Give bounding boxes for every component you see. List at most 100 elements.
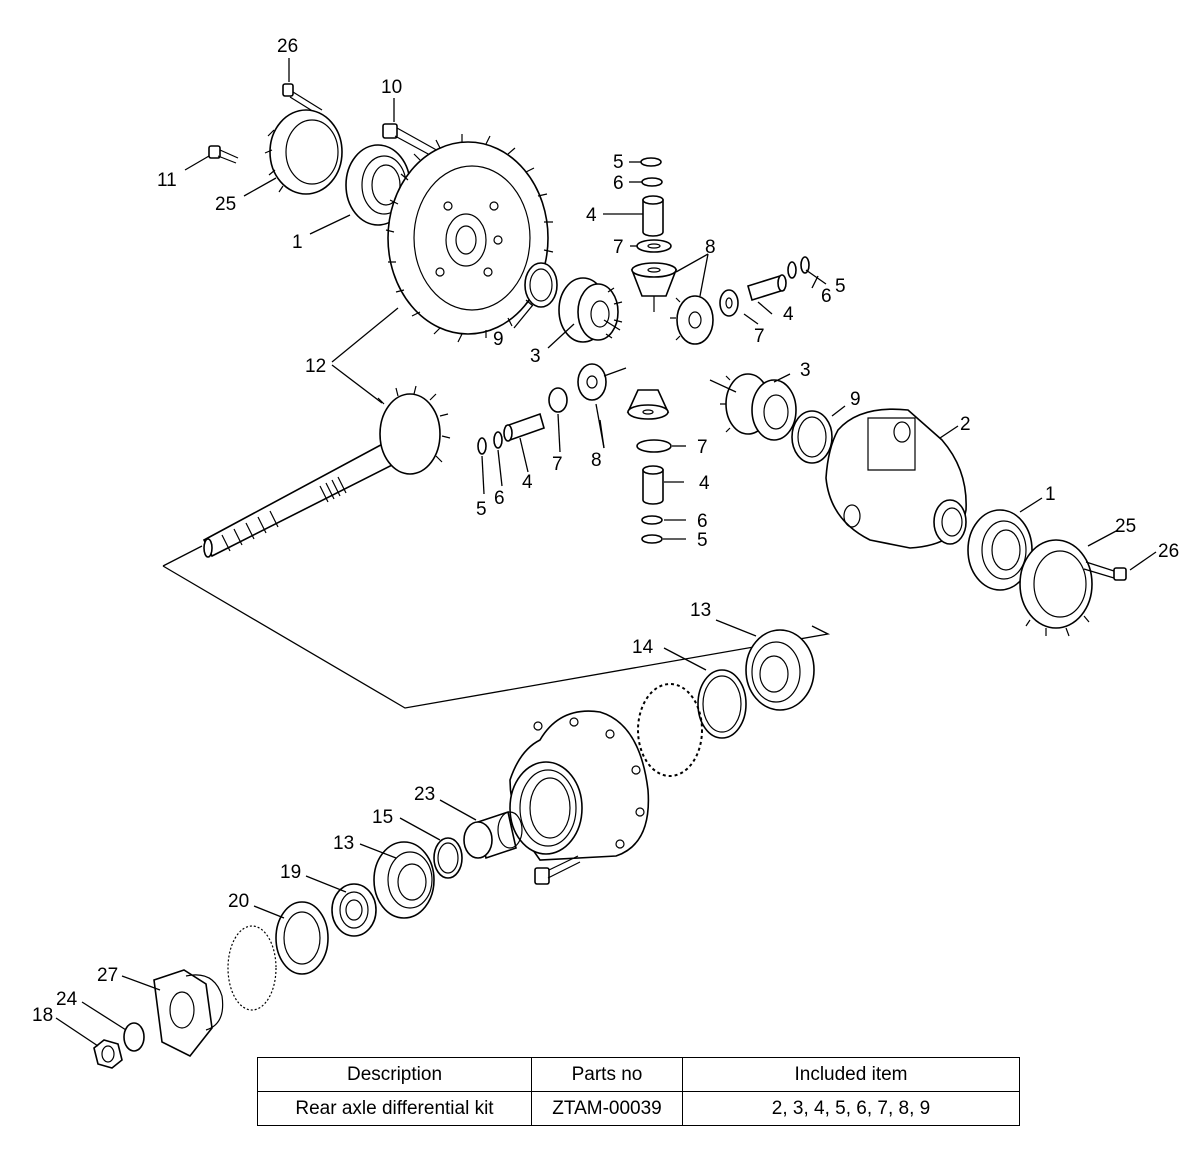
callout-9-right: 9 xyxy=(850,389,861,410)
o-ring-6-bottom xyxy=(641,515,663,525)
callout-6-top: 6 xyxy=(613,173,624,194)
washer-7-top xyxy=(636,239,672,253)
pinion-8-top xyxy=(630,262,678,312)
thrust-washer-9-upper xyxy=(524,262,558,308)
callout-23: 23 xyxy=(414,784,435,805)
lock-nut-18 xyxy=(93,1039,123,1069)
o-ring-6-left xyxy=(493,431,503,449)
callout-27: 27 xyxy=(97,965,118,986)
callout-3-upper: 3 xyxy=(530,346,541,367)
callout-26-right: 26 xyxy=(1158,541,1179,562)
header-included-item: Included item xyxy=(682,1057,1020,1092)
callout-4-center: 4 xyxy=(699,473,710,494)
bearing-13-lower xyxy=(373,841,435,919)
header-parts-no: Parts no xyxy=(531,1057,683,1092)
callout-3-right: 3 xyxy=(800,360,811,381)
adjuster-nut-25-top xyxy=(264,109,343,195)
callout-5-top: 5 xyxy=(613,152,624,173)
callout-7-left: 7 xyxy=(552,454,563,475)
callout-12: 12 xyxy=(305,356,326,377)
callout-8-top: 8 xyxy=(705,237,716,258)
pinion-8-right xyxy=(670,295,714,345)
callout-13-lower: 13 xyxy=(333,833,354,854)
callout-4-left: 4 xyxy=(522,472,533,493)
oil-seal-19 xyxy=(331,883,377,937)
parts-kit-table: Description Parts no Included item Rear … xyxy=(257,1057,1020,1126)
callout-7-center: 7 xyxy=(697,437,708,458)
bolt-11 xyxy=(208,145,239,164)
callout-4-right: 4 xyxy=(783,304,794,325)
washer-7-left xyxy=(548,387,568,413)
adjuster-nut-25-right xyxy=(1019,539,1093,637)
callout-7-right: 7 xyxy=(754,326,765,347)
o-ring-6-right xyxy=(787,261,797,279)
snap-ring-5-top xyxy=(640,157,662,167)
bearing-1-right xyxy=(967,509,1033,591)
pin-4-center xyxy=(642,465,664,505)
callout-14: 14 xyxy=(632,637,654,658)
cell-description: Rear axle differential kit xyxy=(257,1091,532,1126)
callout-10: 10 xyxy=(381,77,402,98)
ring-gear-12 xyxy=(385,134,554,343)
housing-bolt xyxy=(534,855,581,885)
snap-ring-5-bottom xyxy=(641,534,663,544)
callout-8-center: 8 xyxy=(591,450,602,471)
callout-1-top: 1 xyxy=(292,232,303,253)
snap-ring-5-left xyxy=(477,437,487,455)
dust-cover-dashed xyxy=(227,925,277,1011)
assembly-bracket xyxy=(162,545,831,709)
thrust-washer-9-right xyxy=(791,410,833,464)
callout-5-left: 5 xyxy=(476,499,487,520)
callout-11: 11 xyxy=(157,170,177,191)
pinion-8-left xyxy=(577,363,607,401)
washer-7-right xyxy=(719,289,739,317)
callout-5-right: 5 xyxy=(835,276,846,297)
side-gear-3-upper xyxy=(558,277,623,343)
callout-4-top: 4 xyxy=(586,205,597,226)
callout-19: 19 xyxy=(280,862,301,883)
companion-flange-27 xyxy=(153,969,224,1058)
snap-ring-5-right xyxy=(800,256,810,274)
callout-1-right: 1 xyxy=(1045,484,1056,505)
callout-24: 24 xyxy=(56,989,78,1010)
side-gear-3-right xyxy=(720,373,797,441)
callout-25-top: 25 xyxy=(215,194,236,215)
bearing-13-upper xyxy=(745,629,815,711)
callout-2: 2 xyxy=(960,414,971,435)
callout-6-right: 6 xyxy=(821,286,832,307)
callout-6-bottom: 6 xyxy=(697,511,708,532)
drive-pinion-12 xyxy=(202,385,451,558)
leader-lines xyxy=(55,58,1157,1047)
header-description: Description xyxy=(257,1057,532,1092)
callout-7-top: 7 xyxy=(613,237,624,258)
spacer-14 xyxy=(697,669,747,739)
shim-15 xyxy=(433,837,463,879)
callout-9-upper: 9 xyxy=(493,329,504,350)
callout-20: 20 xyxy=(228,891,249,912)
differential-case-2 xyxy=(825,408,967,549)
bolt-26-top xyxy=(282,83,323,116)
cell-parts-no: ZTAM-00039 xyxy=(531,1091,683,1126)
table-row: Rear axle differential kit ZTAM-00039 2,… xyxy=(257,1091,1020,1126)
pin-4-right xyxy=(747,274,787,302)
carrier-housing xyxy=(509,710,650,861)
pin-4-left xyxy=(503,412,545,442)
callout-18: 18 xyxy=(32,1005,53,1026)
pinion-8-center xyxy=(626,389,670,420)
washer-7-center xyxy=(636,439,672,453)
callout-6-left: 6 xyxy=(494,488,505,509)
o-ring-24 xyxy=(123,1022,145,1052)
callout-13-upper: 13 xyxy=(690,600,711,621)
dust-deflector-20 xyxy=(275,901,329,975)
gasket-dashed xyxy=(637,683,703,777)
callout-26-top: 26 xyxy=(277,36,298,57)
callout-25-right: 25 xyxy=(1115,516,1136,537)
callout-labels: 26 10 11 25 1 12 5 6 4 7 8 4 7 6 5 9 3 3… xyxy=(32,36,1179,1026)
table-header-row: Description Parts no Included item xyxy=(257,1057,1020,1092)
callout-5-bottom: 5 xyxy=(697,530,708,551)
cell-included-item: 2, 3, 4, 5, 6, 7, 8, 9 xyxy=(682,1091,1020,1126)
bolt-26-right xyxy=(1083,561,1127,581)
pin-4-top xyxy=(642,195,664,237)
callout-15: 15 xyxy=(372,807,393,828)
